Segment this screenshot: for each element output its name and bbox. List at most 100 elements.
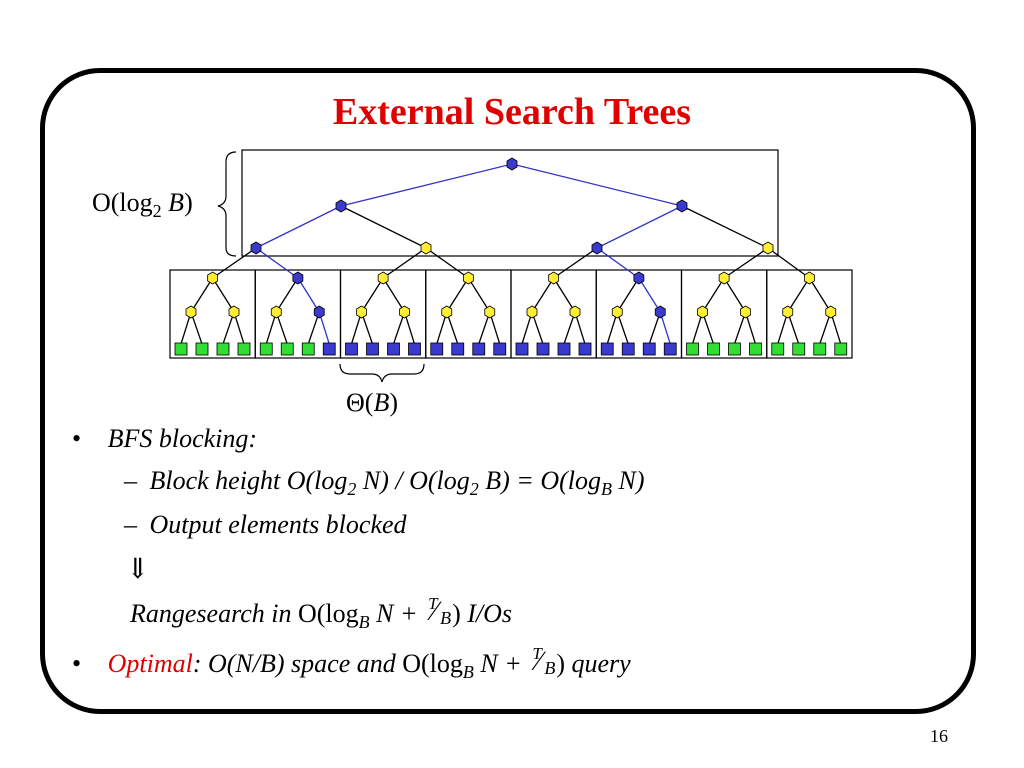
tree-edge bbox=[553, 277, 576, 313]
tree-node bbox=[356, 305, 367, 319]
tree-node bbox=[697, 305, 708, 319]
tree-node bbox=[611, 305, 623, 319]
slide-frame bbox=[40, 68, 976, 714]
leaf-element bbox=[621, 342, 635, 356]
tree-node bbox=[399, 305, 410, 319]
tree-node bbox=[762, 241, 774, 255]
leaf-element bbox=[813, 342, 827, 356]
tree-node bbox=[335, 199, 347, 213]
tree-edge bbox=[553, 247, 598, 279]
tree-edge bbox=[596, 205, 683, 249]
leaf-element bbox=[557, 342, 571, 356]
tree-node bbox=[292, 271, 304, 285]
leaf-element bbox=[600, 342, 614, 356]
leaf-block bbox=[766, 269, 853, 359]
leaf-element bbox=[771, 342, 785, 356]
top-block bbox=[241, 149, 779, 257]
tree-edge bbox=[340, 163, 513, 207]
tree-node bbox=[228, 305, 240, 319]
tree-node bbox=[740, 305, 751, 319]
tree-node bbox=[420, 241, 432, 255]
leaf-element bbox=[366, 342, 379, 356]
height-brace bbox=[217, 151, 237, 257]
tree-edge bbox=[723, 247, 769, 279]
tree-edge bbox=[723, 277, 747, 313]
leaf-element bbox=[642, 342, 656, 356]
leaf-element bbox=[515, 342, 529, 356]
tree-edge bbox=[767, 247, 810, 279]
tree-node bbox=[250, 241, 262, 255]
leaf-element bbox=[728, 342, 741, 356]
leaf-element bbox=[451, 342, 465, 356]
tree-node bbox=[526, 305, 538, 319]
tree-edge bbox=[467, 277, 491, 313]
tree-edge bbox=[340, 205, 427, 249]
tree-node bbox=[825, 305, 837, 319]
leaf-element bbox=[195, 342, 209, 356]
leaf-element bbox=[430, 342, 444, 356]
tree-edge bbox=[255, 247, 299, 279]
braces bbox=[217, 151, 425, 383]
leaf-element bbox=[322, 342, 336, 356]
tree-node bbox=[207, 271, 219, 285]
leaf-element bbox=[345, 342, 358, 356]
leaf-element bbox=[408, 342, 421, 356]
leaf-element bbox=[536, 342, 550, 356]
tree-node bbox=[633, 271, 645, 285]
tree-node bbox=[185, 305, 197, 319]
block-size-label: Θ(B) bbox=[346, 388, 398, 417]
tree-nodes bbox=[185, 157, 837, 319]
leaf-element bbox=[686, 342, 699, 356]
leaf-element bbox=[216, 342, 230, 356]
tree-node bbox=[803, 271, 815, 285]
bullet-bfs-blocking: • BFS blocking: bbox=[72, 424, 258, 453]
tree-edge bbox=[382, 247, 427, 279]
tree-node bbox=[313, 305, 325, 319]
leaf-element bbox=[237, 342, 251, 356]
tree-node bbox=[441, 305, 453, 319]
leaf-element bbox=[834, 342, 848, 356]
leaf-element bbox=[663, 342, 677, 356]
tree-node bbox=[506, 157, 518, 171]
tree-edge bbox=[511, 163, 683, 207]
tree-edge bbox=[787, 277, 810, 313]
tree-edge bbox=[701, 277, 725, 313]
tree-node bbox=[676, 199, 688, 213]
leaf-element bbox=[749, 342, 762, 356]
tree-node bbox=[270, 305, 282, 319]
tree-edge bbox=[446, 277, 469, 313]
tree-edge bbox=[531, 277, 555, 313]
leaf-element bbox=[493, 342, 507, 356]
tree-node bbox=[654, 305, 666, 319]
tree-edge bbox=[212, 277, 235, 313]
tree-edge bbox=[297, 277, 320, 313]
tree-node bbox=[484, 305, 496, 319]
tree-node bbox=[782, 305, 794, 319]
tree-edge bbox=[275, 277, 299, 313]
leaf-elements bbox=[174, 342, 848, 356]
tree-node bbox=[548, 271, 560, 285]
tree-node bbox=[377, 271, 389, 285]
leaf-element bbox=[387, 342, 400, 356]
leaf-element bbox=[280, 342, 294, 356]
subitem-block-height: – Block height O(log2 N) / O(log2 B) = O… bbox=[124, 466, 645, 499]
tree-edge bbox=[596, 247, 640, 279]
tree-node bbox=[718, 271, 730, 285]
tree-edge bbox=[808, 277, 832, 313]
leaf-element bbox=[792, 342, 806, 356]
tree-node bbox=[462, 271, 474, 285]
leaf-element bbox=[174, 342, 188, 356]
leaf-element bbox=[578, 342, 592, 356]
leaf-element bbox=[301, 342, 315, 356]
tree-edge bbox=[190, 277, 214, 313]
tree-edge bbox=[360, 277, 384, 313]
tree-edge bbox=[382, 277, 406, 313]
tree-edge bbox=[212, 247, 257, 279]
bullet-optimal: • Optimal: O(N/B) space and O(logB N + T… bbox=[72, 644, 631, 682]
page-number: 16 bbox=[930, 726, 948, 746]
tree-edge bbox=[425, 247, 469, 279]
slide-title: External Search Trees bbox=[332, 91, 692, 133]
block-boxes bbox=[169, 149, 853, 359]
block-brace bbox=[339, 363, 425, 383]
leaf-element bbox=[472, 342, 486, 356]
